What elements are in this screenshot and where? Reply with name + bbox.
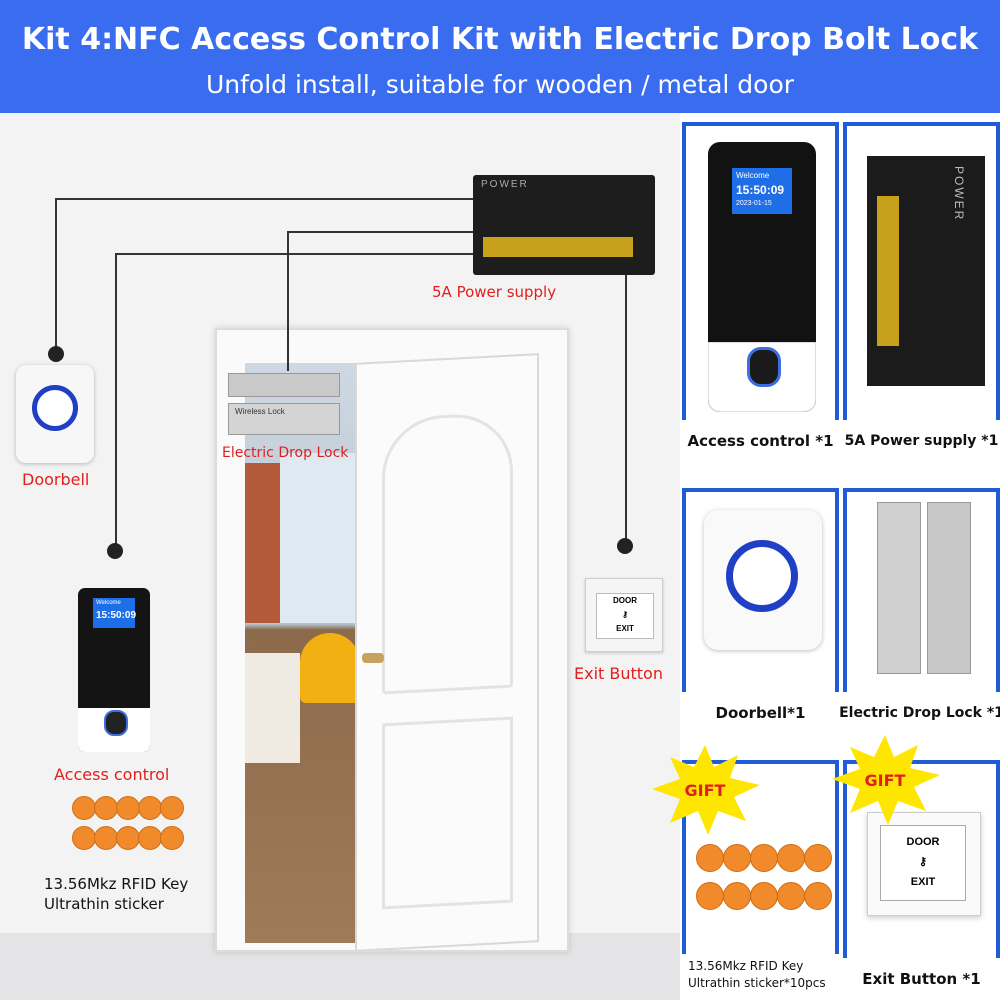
rfid-stickers bbox=[696, 844, 835, 924]
tile-lock-label: Electric Drop Lock *1 bbox=[839, 692, 1000, 734]
fingerprint-sensor bbox=[104, 710, 128, 736]
gift-badge-2: GIFT bbox=[832, 735, 940, 825]
drop-lock-text: Wireless Lock bbox=[235, 407, 285, 416]
rfid-stickers bbox=[72, 796, 192, 856]
svg-text:GIFT: GIFT bbox=[865, 771, 906, 790]
tile-rfid-label: 13.56Mkz RFID Key Ultrathin sticker*10pc… bbox=[682, 954, 839, 1000]
wire-dot bbox=[107, 543, 123, 559]
wire-dot bbox=[48, 346, 64, 362]
door-panel bbox=[355, 353, 539, 952]
doorbell-label: Doorbell bbox=[22, 470, 90, 489]
doorbell-device bbox=[16, 365, 94, 463]
tile-doorbell-label: Doorbell*1 bbox=[682, 692, 839, 734]
doorbell-ring bbox=[726, 540, 798, 612]
page-title: Kit 4:NFC Access Control Kit with Electr… bbox=[21, 22, 979, 57]
tile-power-label: 5A Power supply *1 bbox=[843, 420, 1000, 462]
tile-doorbell: Doorbell*1 bbox=[682, 488, 839, 734]
header-banner bbox=[0, 0, 1000, 113]
door-upper-panel bbox=[382, 411, 513, 695]
tile-power-supply: POWER 5A Power supply *1 bbox=[843, 122, 1000, 462]
exit-button-image: DOOR ⚷ EXIT bbox=[867, 812, 981, 916]
page-subtitle: Unfold install, suitable for wooden / me… bbox=[205, 70, 795, 99]
door-handle bbox=[362, 653, 384, 663]
installation-scene: POWER 5A Power supply Wireless Lock Elec… bbox=[0, 113, 680, 1000]
access-keypad-image: Welcome 15:50:09 2023-01-15 bbox=[708, 142, 816, 412]
tile-access-label: Access control *1 bbox=[682, 420, 839, 462]
terminal-block bbox=[877, 196, 899, 346]
power-supply-image: POWER bbox=[867, 156, 985, 386]
rfid-label: 13.56Mkz RFID Key Ultrathin sticker bbox=[44, 875, 189, 913]
drop-lock-body: Wireless Lock bbox=[228, 403, 340, 435]
drop-lock-top bbox=[228, 373, 340, 397]
tile-rfid: 13.56Mkz RFID Key Ultrathin sticker*10pc… bbox=[682, 760, 839, 1000]
gift-badge-1: GIFT bbox=[652, 745, 760, 835]
drop-lock-strike bbox=[877, 502, 921, 674]
door-lower-panel bbox=[382, 716, 513, 910]
room-view bbox=[245, 363, 355, 943]
fingerprint-sensor bbox=[747, 347, 781, 387]
window bbox=[280, 453, 355, 623]
power-supply-label: 5A Power supply bbox=[432, 283, 557, 301]
access-keypad: Welcome 15:50:09 bbox=[78, 588, 150, 752]
key-icon: ⚷ bbox=[918, 856, 928, 868]
wire-dot bbox=[617, 538, 633, 554]
drop-lock-image bbox=[927, 502, 971, 674]
tile-drop-lock: Electric Drop Lock *1 bbox=[839, 488, 1000, 734]
power-box-text: POWER bbox=[481, 179, 529, 190]
keypad-screen: Welcome 15:50:09 bbox=[93, 598, 136, 628]
exit-button-device: DOOR ⚷ EXIT bbox=[585, 578, 663, 652]
key-icon: ⚷ bbox=[622, 610, 628, 619]
brick-wall bbox=[245, 463, 280, 623]
doorbell-image bbox=[704, 510, 822, 650]
yellow-chair bbox=[300, 633, 355, 703]
tile-access-control: Welcome 15:50:09 2023-01-15 Access contr… bbox=[682, 122, 839, 462]
tile-exit-label: Exit Button *1 bbox=[843, 958, 1000, 1000]
exit-button-label: Exit Button bbox=[574, 664, 663, 683]
doorbell-ring bbox=[32, 385, 78, 431]
drop-lock-label: Electric Drop Lock bbox=[222, 445, 349, 461]
svg-text:GIFT: GIFT bbox=[685, 781, 726, 800]
power-supply-box: POWER bbox=[473, 175, 655, 275]
cabinet bbox=[245, 653, 300, 763]
access-control-label: Access control bbox=[54, 765, 170, 784]
terminal-block bbox=[483, 237, 633, 257]
